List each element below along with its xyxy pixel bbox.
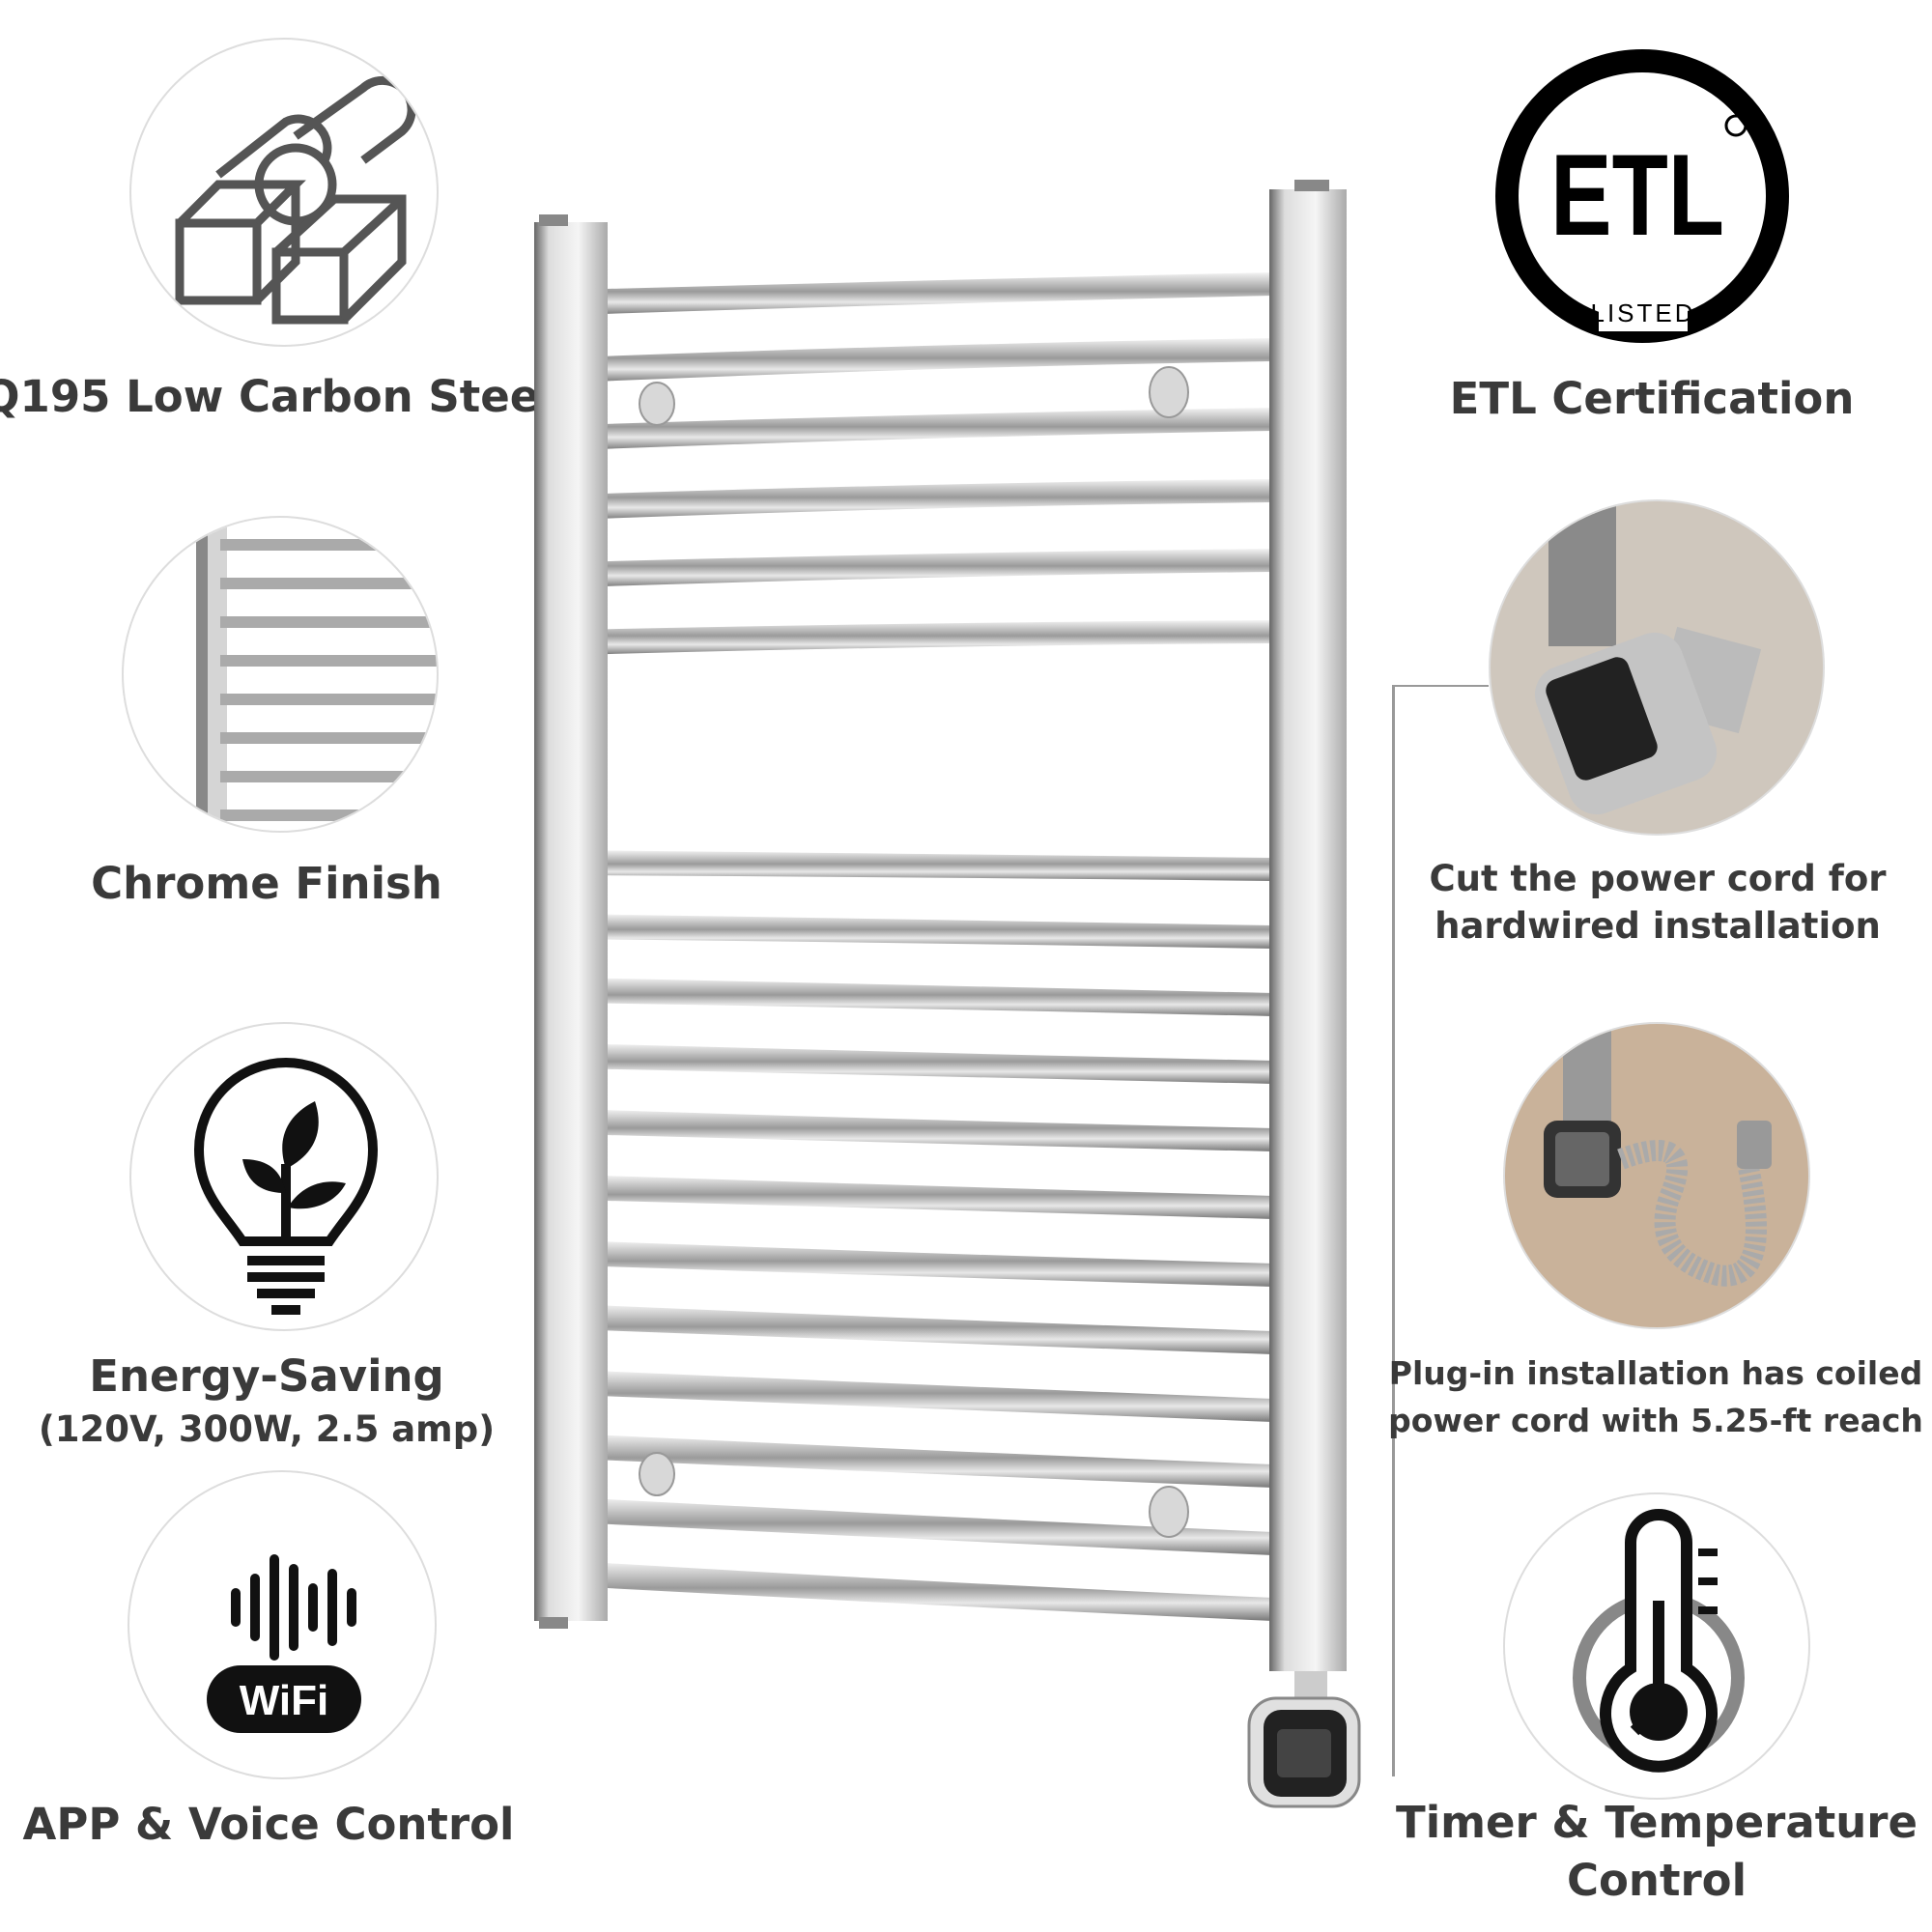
feature-chrome-label: Chrome Finish [91,858,442,909]
divider-line [1392,685,1395,1776]
etl-certification-label: ETL Certification [1449,373,1855,424]
steel-material-icon [175,75,416,325]
energy-icon-circle [129,1022,439,1331]
plugin-text-line2: power cord with 5.25-ft reach [1388,1402,1923,1439]
eco-bulb-icon [193,1058,379,1315]
feature-energy-label: Energy-Saving [89,1350,444,1402]
steel-icon-circle [129,38,439,347]
timer-icon-circle [1503,1492,1810,1800]
heater-closeup [1534,501,1762,815]
feature-energy-spec: (120V, 300W, 2.5 amp) [38,1408,496,1450]
timer-text-line1: Timer & Temperature [1396,1797,1918,1848]
hardwire-text-line1: Cut the power cord for [1429,858,1887,899]
hardwire-photo-circle [1489,499,1825,836]
timer-text-line2: Control [1566,1855,1747,1906]
chrome-rails-closeup [196,518,437,831]
plugin-text-line1: Plug-in installation has coiled [1388,1354,1923,1392]
divider-tick [1392,685,1489,687]
wifi-voice-icon: WiFi [207,1554,361,1733]
feature-steel-label: Q195 Low Carbon Steel [0,371,554,422]
chrome-finish-circle [122,516,439,833]
feature-app-label: APP & Voice Control [22,1799,515,1850]
registered-mark-icon [1724,114,1747,137]
app-control-circle: WiFi [128,1470,437,1779]
heater-controller [1247,1671,1361,1808]
etl-listed-text: LISTED [1590,298,1695,327]
wifi-badge-text: WiFi [240,1677,328,1724]
plugin-photo-circle [1503,1022,1810,1329]
etl-logo: ETL LISTED [1492,46,1792,346]
coiled-cord-photo [1544,1024,1772,1287]
etl-logo-text: ETL [1550,130,1724,260]
thermometer-icon [1573,1509,1745,1773]
hardwire-text-line2: hardwired installation [1435,905,1881,947]
